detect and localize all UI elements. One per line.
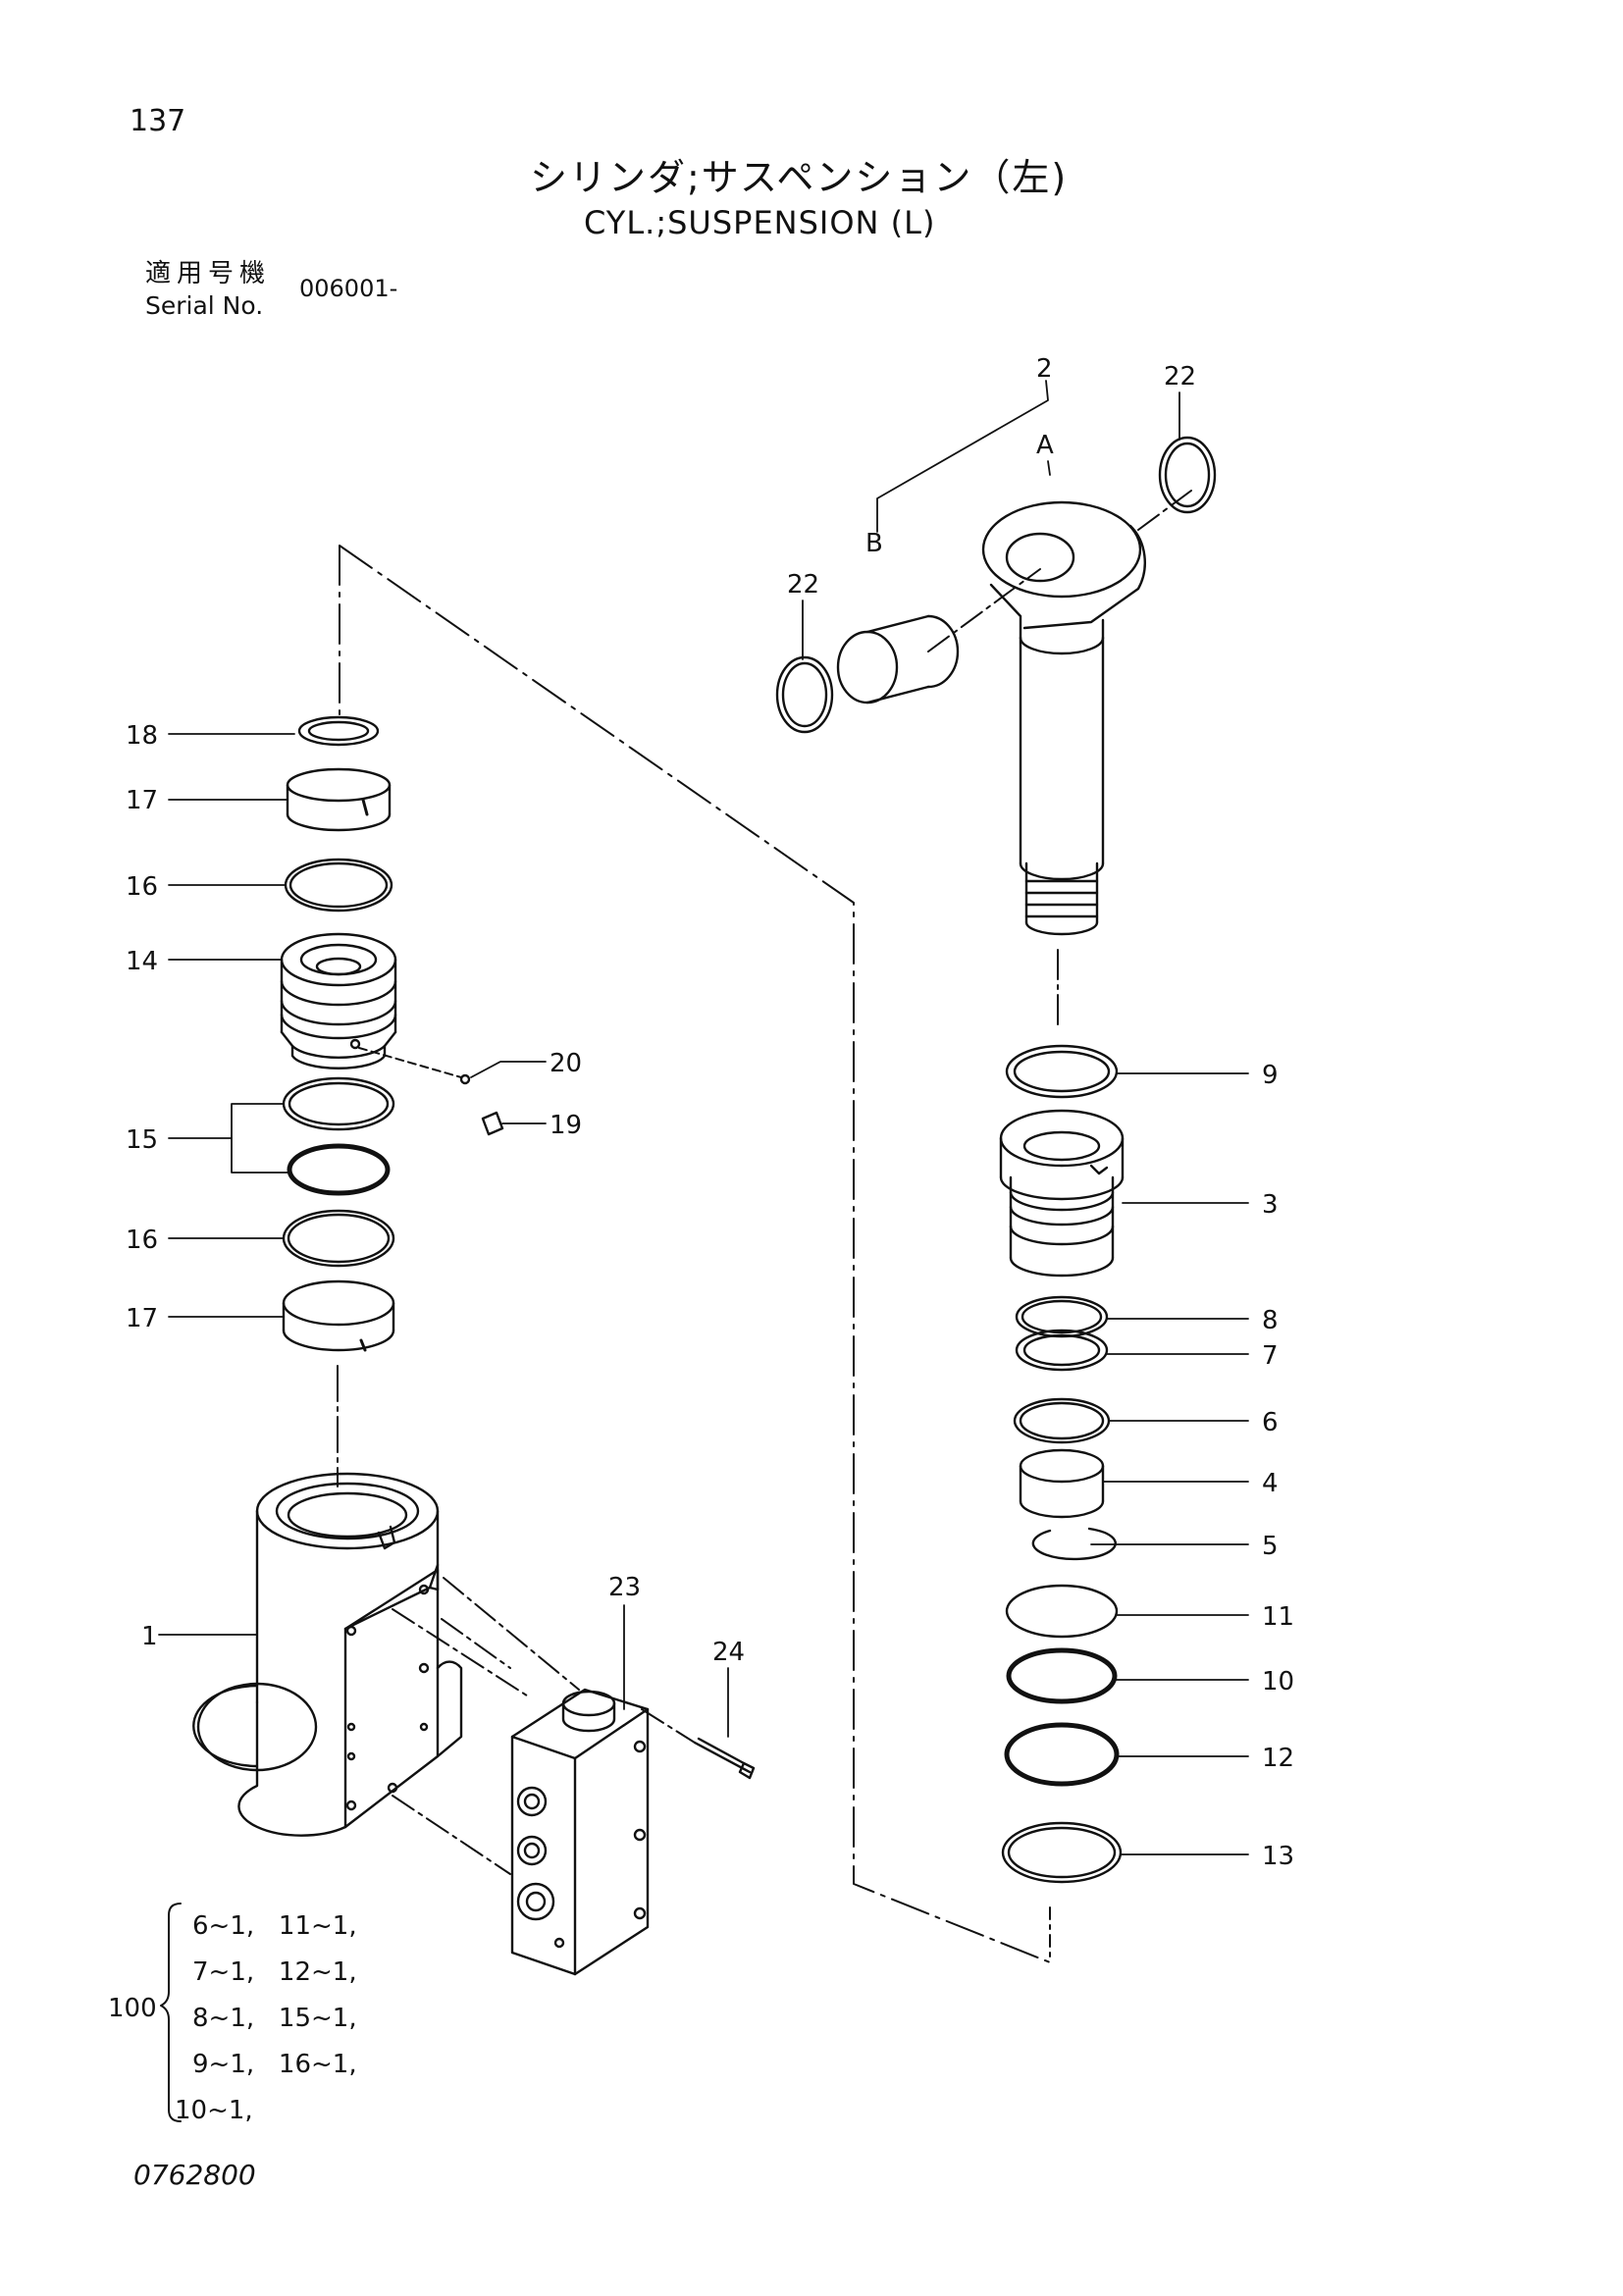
callout-8: 8	[1262, 1306, 1279, 1335]
backup-ring-13	[1001, 1821, 1123, 1884]
callout-17-upper: 17	[126, 786, 158, 815]
rod-cover-3	[999, 1109, 1125, 1278]
wear-ring-17-lower	[282, 1279, 395, 1352]
callout-12: 12	[1262, 1744, 1294, 1773]
rod-eye-2	[981, 500, 1146, 936]
seal-15-inner	[287, 1143, 391, 1196]
leader-20	[470, 1061, 547, 1078]
callout-15: 15	[126, 1125, 158, 1155]
seal-12	[1004, 1722, 1120, 1787]
callout-24: 24	[712, 1638, 745, 1667]
callout-7: 7	[1262, 1341, 1279, 1371]
callout-a: A	[1036, 431, 1054, 460]
seal-10	[1006, 1647, 1118, 1704]
callout-11: 11	[1262, 1602, 1294, 1632]
serial-label-japanese: 適用号機	[145, 259, 272, 288]
seal-7	[1015, 1329, 1109, 1372]
callout-4: 4	[1262, 1469, 1279, 1498]
callout-10: 10	[1262, 1667, 1294, 1696]
wear-ring-17-upper	[286, 767, 392, 832]
o-ring-16-upper	[284, 858, 393, 913]
kit-line-5: 10~1,	[175, 2096, 253, 2125]
snap-ring-5	[1031, 1527, 1117, 1561]
callout-17-lower: 17	[126, 1304, 158, 1333]
callout-19: 19	[550, 1111, 582, 1140]
title-japanese: シリンダ;サスペンション（左)	[530, 156, 1069, 199]
kit-line-1: 6~1, 11~1,	[192, 1911, 357, 1941]
callout-9: 9	[1262, 1061, 1279, 1090]
cylinder-body-1	[192, 1472, 463, 1837]
leader-a	[1047, 460, 1051, 476]
bushing-b	[836, 614, 960, 704]
callout-5: 5	[1262, 1532, 1279, 1561]
plug-19	[481, 1111, 504, 1136]
callout-1: 1	[141, 1622, 158, 1651]
kit-line-3: 8~1, 15~1,	[192, 2004, 357, 2033]
callout-18: 18	[126, 721, 158, 751]
kit-line-4: 9~1, 16~1,	[192, 2050, 357, 2079]
bolt-24	[693, 1737, 756, 1780]
callout-6: 6	[1262, 1408, 1279, 1437]
retaining-ring-22-right	[1158, 436, 1217, 514]
steel-ball-20	[459, 1073, 471, 1085]
seal-15-outer	[282, 1076, 395, 1131]
callout-23: 23	[608, 1573, 641, 1602]
drawing-code: 0762800	[133, 2159, 256, 2191]
piston-to-ball-line	[358, 1047, 462, 1078]
valve-connect-lines	[392, 1577, 696, 1875]
valve-block-23	[510, 1688, 650, 1976]
leader-15	[168, 1103, 289, 1174]
callout-3: 3	[1262, 1190, 1279, 1220]
callout-13: 13	[1262, 1842, 1294, 1871]
eye-axis-line	[927, 490, 1192, 652]
leader-2	[876, 380, 1049, 533]
callout-20: 20	[550, 1049, 582, 1078]
callout-b: B	[865, 529, 883, 558]
callout-16-lower: 16	[126, 1226, 158, 1255]
piston-14	[280, 932, 397, 1070]
page-number: 137	[130, 104, 186, 138]
o-ring-16-lower	[282, 1209, 395, 1268]
serial-number-value: 006001-	[299, 275, 398, 302]
serial-label-english: Serial No.	[145, 291, 264, 320]
seal-9	[1005, 1044, 1119, 1099]
kit-number-label: 100	[108, 1994, 157, 2023]
bushing-4	[1019, 1448, 1105, 1519]
retaining-ring-18	[297, 715, 380, 747]
callout-16-upper: 16	[126, 872, 158, 902]
callout-22-right: 22	[1164, 362, 1196, 391]
callout-14: 14	[126, 947, 158, 976]
callout-2: 2	[1036, 354, 1053, 384]
assembly-centerline	[339, 545, 1051, 1963]
seal-6	[1013, 1397, 1111, 1444]
retaining-ring-22-left	[775, 655, 834, 734]
title-english: CYL.;SUSPENSION (L)	[584, 204, 936, 241]
kit-brace	[160, 1903, 182, 2122]
o-ring-11	[1005, 1584, 1119, 1639]
callout-22-left: 22	[787, 570, 819, 600]
kit-line-2: 7~1, 12~1,	[192, 1957, 357, 1987]
